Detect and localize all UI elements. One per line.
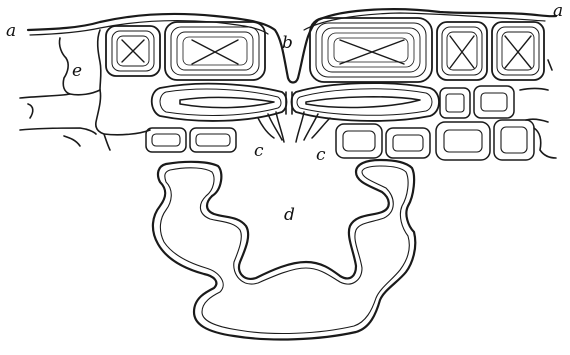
label-a-left: a [6,21,16,41]
guard-cells [152,83,439,121]
upper-cells-left [106,22,265,80]
label-d: d [284,205,295,225]
label-a-right: a [553,1,563,21]
respiratory-cavity [153,160,415,339]
label-c-left: c [254,141,264,161]
figure-labels: a a b c c d e [6,1,563,225]
upper-cells-right [310,18,544,82]
label-c-right: c [316,145,326,165]
label-e: e [72,61,82,81]
label-b: b [282,33,293,53]
